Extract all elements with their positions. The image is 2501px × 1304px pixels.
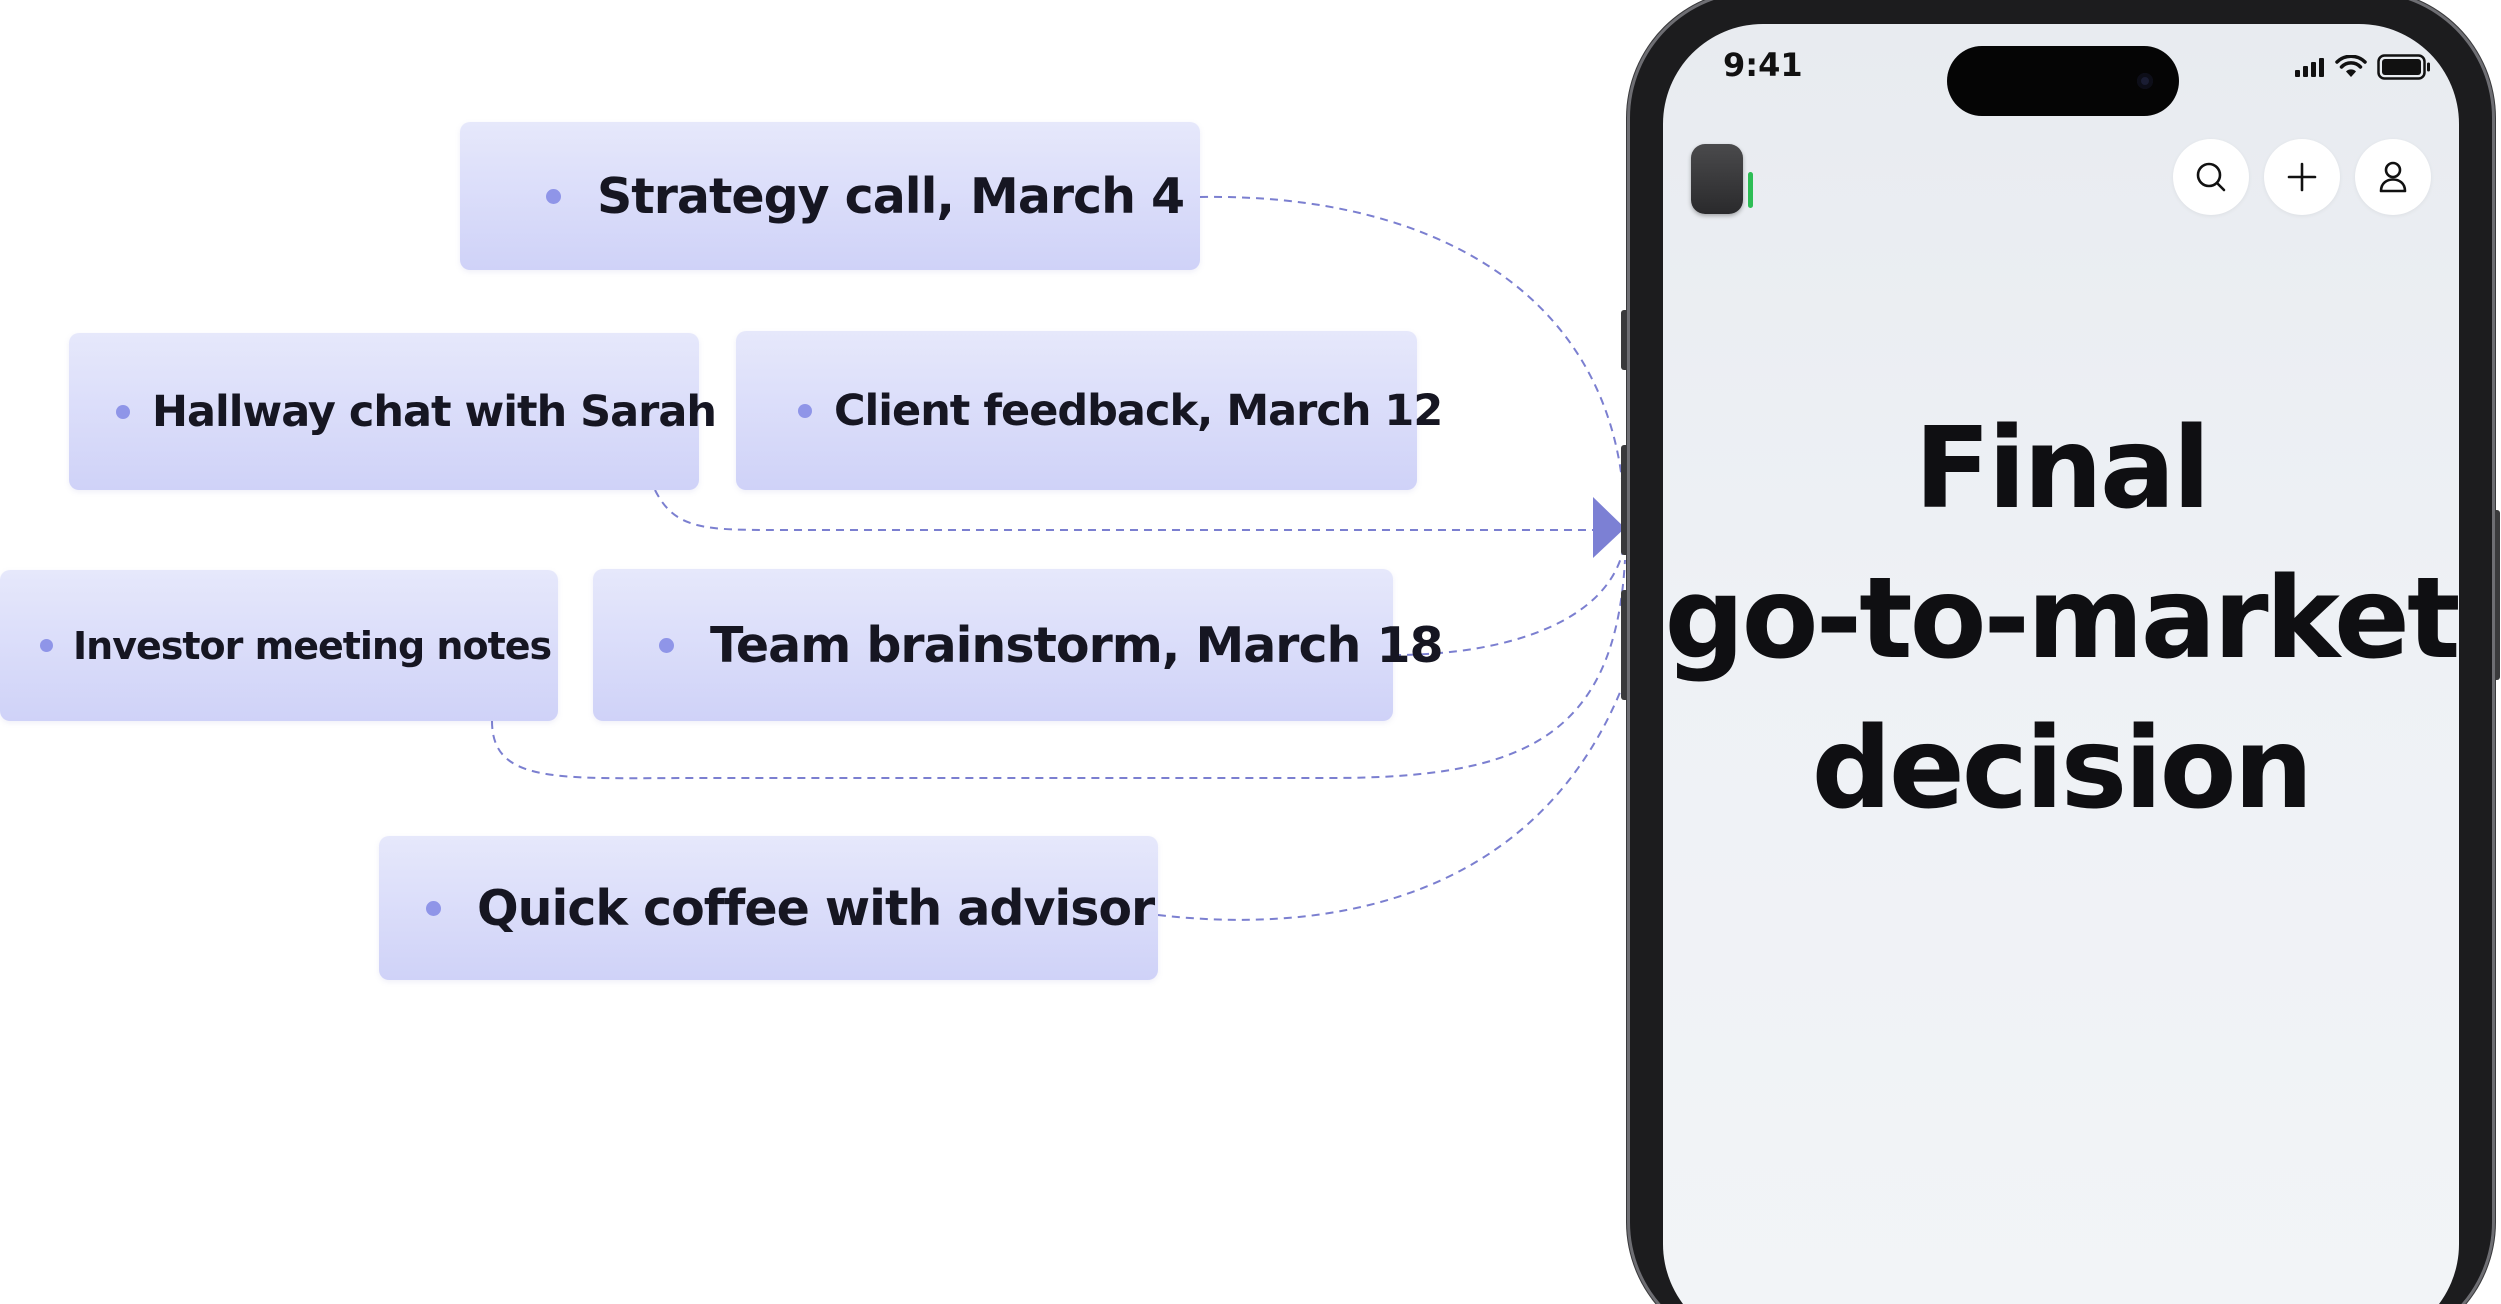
- wifi-icon: [2335, 55, 2367, 77]
- phone-action-button: [1621, 310, 1629, 370]
- recording-indicator: [1748, 172, 1753, 208]
- status-icons: [2295, 54, 2431, 80]
- connector-coffee: [1157, 679, 1626, 921]
- source-label: Client feedback, March 12: [834, 385, 1443, 436]
- connector-investor: [491, 559, 1626, 780]
- headline-line: go-to-market: [1664, 554, 2459, 684]
- phone-screen: 9:41: [1663, 24, 2459, 1304]
- source-chip-coffee-advisor[interactable]: Quick coffee with advisor: [379, 836, 1158, 980]
- connector-hallway: [654, 489, 1600, 531]
- source-chip-strategy-call[interactable]: Strategy call, March 4: [460, 122, 1200, 270]
- source-chip-team-brainstorm[interactable]: Team brainstorm, March 18: [593, 569, 1444, 721]
- bullet-icon: [116, 404, 130, 419]
- bullet-icon: [546, 188, 561, 204]
- arrow-head-icon: [1593, 497, 1625, 558]
- source-chip-client-feedback[interactable]: Client feedback, March 12: [736, 331, 1443, 490]
- signal-icon: [2295, 58, 2324, 77]
- phone-volume-down-button: [1621, 590, 1629, 700]
- source-label: Hallway chat with Sarah: [152, 386, 717, 437]
- headline-line: Final: [1914, 404, 2211, 534]
- connector-strategy: [1199, 195, 1626, 529]
- search-button[interactable]: [2173, 139, 2249, 215]
- decision-headline: Final go-to-market decision: [1663, 394, 2459, 844]
- dynamic-island: [1947, 46, 2179, 116]
- source-label: Investor meeting notes: [73, 623, 552, 668]
- source-chip-investor-notes[interactable]: Investor meeting notes: [0, 570, 558, 721]
- app-logo[interactable]: [1691, 144, 1743, 214]
- search-icon: [2196, 162, 2226, 192]
- phone-power-button: [2492, 510, 2500, 680]
- add-button[interactable]: [2264, 139, 2340, 215]
- user-icon: [2379, 161, 2407, 193]
- camera-icon: [2137, 73, 2153, 89]
- battery-icon: [2377, 54, 2430, 80]
- source-label: Quick coffee with advisor: [477, 879, 1155, 937]
- bullet-icon: [659, 637, 674, 653]
- source-label: Team brainstorm, March 18: [710, 616, 1444, 674]
- phone-volume-up-button: [1621, 445, 1629, 555]
- profile-button[interactable]: [2355, 139, 2431, 215]
- source-chip-hallway-chat[interactable]: Hallway chat with Sarah: [69, 333, 717, 490]
- bullet-icon: [798, 403, 812, 418]
- bullet-icon: [426, 900, 441, 916]
- plus-icon: [2287, 162, 2317, 192]
- status-time: 9:41: [1723, 46, 1803, 84]
- connector-team: [1392, 539, 1626, 656]
- bullet-icon: [40, 639, 53, 652]
- source-label: Strategy call, March 4: [597, 167, 1185, 225]
- headline-line: decision: [1811, 704, 2314, 834]
